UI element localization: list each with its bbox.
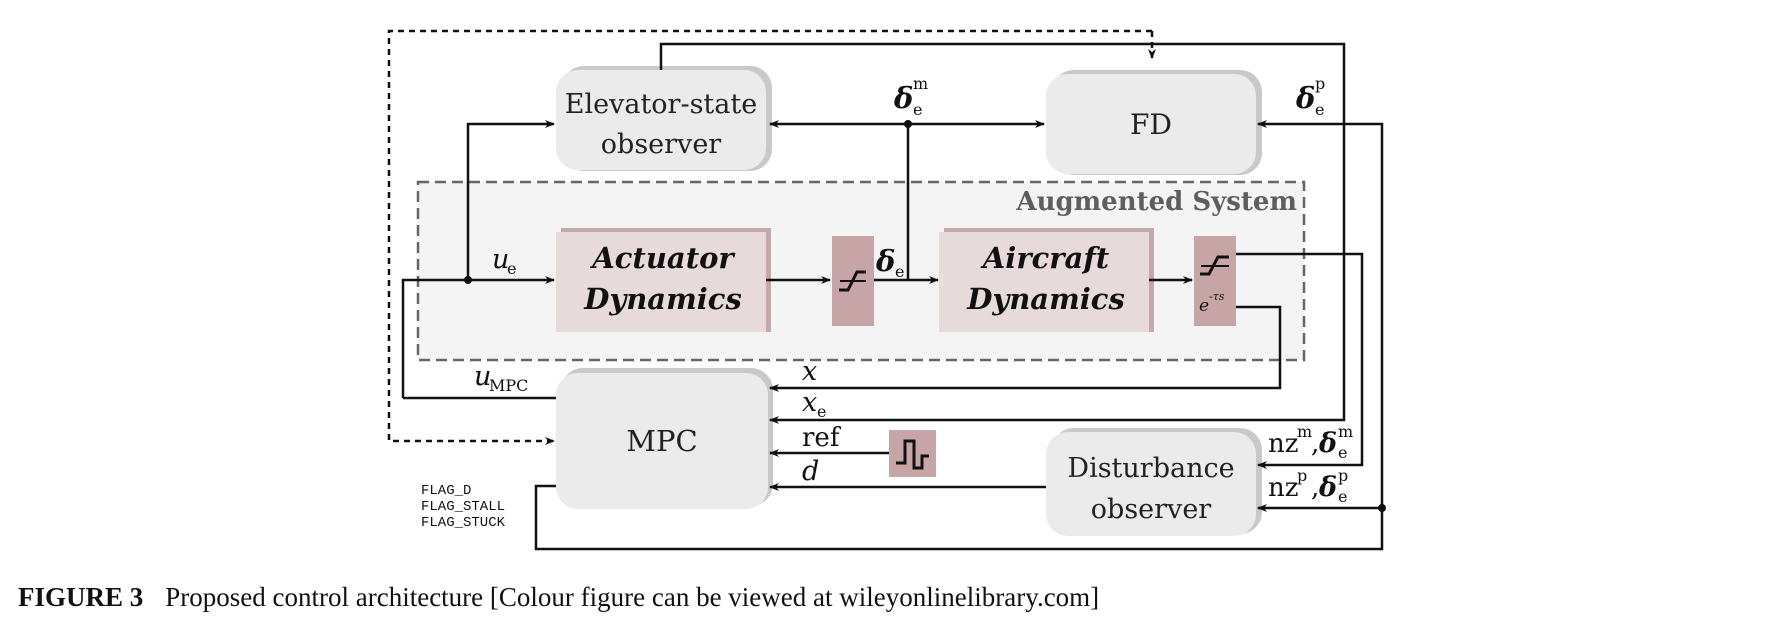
x-e-subscript: e bbox=[817, 402, 826, 421]
nz-p-superscript: p bbox=[1297, 466, 1307, 485]
delta-p-symbol: δ bbox=[1295, 81, 1315, 115]
nz-m-delta: δ bbox=[1318, 428, 1337, 459]
actuator-label-line1: Actuator bbox=[589, 241, 736, 275]
u-mpc-subscript: MPC bbox=[489, 376, 528, 395]
nz-m-comma: , bbox=[1311, 429, 1319, 459]
aircraft-label-line2: Dynamics bbox=[966, 282, 1125, 316]
augmented-system-label: Augmented System bbox=[1015, 187, 1297, 217]
step-reference-source bbox=[889, 430, 936, 477]
flag-line-to-mpc bbox=[387, 29, 1152, 445]
ref-label: ref bbox=[802, 423, 842, 453]
delay-exponent: -τs bbox=[1209, 290, 1225, 303]
figure-caption: FIGURE 3 Proposed control architecture [C… bbox=[18, 582, 1099, 613]
elevator-observer-label-line1: Elevator-state bbox=[565, 89, 757, 120]
fd-block: FD bbox=[1046, 70, 1262, 175]
nz-m-delta-subscript: e bbox=[1338, 443, 1347, 462]
aircraft-dynamics-block: Aircraft Dynamics bbox=[939, 228, 1154, 332]
delay-base: e bbox=[1199, 296, 1209, 316]
nz-p-symbol: nz bbox=[1268, 473, 1298, 503]
mpc-label: MPC bbox=[626, 424, 697, 458]
figure-caption-text: Proposed control architecture [Colour fi… bbox=[165, 582, 1100, 612]
u-mpc-to-actuator-line bbox=[401, 276, 555, 398]
x-e-feedback-line bbox=[659, 42, 1346, 424]
elevator-observer-label-line2: observer bbox=[601, 129, 722, 160]
u-mpc-symbol: u bbox=[474, 361, 491, 392]
measured-to-disturbance-observer-line bbox=[1236, 252, 1364, 469]
nz-p-delta-subscript: e bbox=[1338, 487, 1347, 506]
mpc-block: MPC bbox=[556, 368, 773, 509]
nz-p-delta: δ bbox=[1318, 472, 1337, 503]
elevator-state-observer-block: Elevator-state observer bbox=[556, 66, 772, 171]
predicted-loop-line bbox=[534, 120, 1384, 551]
junction-dot bbox=[1378, 504, 1386, 512]
delta-m-superscript: m bbox=[913, 74, 928, 93]
delta-m-symbol: δ bbox=[893, 81, 913, 115]
junction-dot bbox=[904, 120, 912, 128]
delta-e-subscript: e bbox=[895, 262, 904, 281]
flag-d-label: FLAG_D bbox=[421, 483, 471, 499]
saturation-delay-block: e -τs bbox=[1194, 236, 1236, 326]
junction-dot bbox=[464, 276, 472, 284]
disturbance-observer-block: Disturbance observer bbox=[1046, 428, 1262, 536]
actuator-label-line2: Dynamics bbox=[583, 282, 742, 316]
nz-p-delta-superscript: p bbox=[1338, 466, 1348, 485]
delta-p-superscript: p bbox=[1315, 74, 1325, 93]
flag-stuck-label: FLAG_STUCK bbox=[421, 515, 506, 531]
disturbance-observer-label-line1: Disturbance bbox=[1067, 453, 1234, 484]
d-label: d bbox=[802, 456, 819, 487]
u-e-symbol: u bbox=[492, 244, 509, 275]
fd-label: FD bbox=[1130, 108, 1172, 141]
x-e-symbol: x bbox=[802, 387, 817, 418]
saturation-block bbox=[832, 236, 874, 326]
nz-m-delta-superscript: m bbox=[1338, 422, 1353, 441]
control-architecture-diagram: Augmented System Elevator-state observer… bbox=[387, 29, 1386, 551]
actuator-dynamics-block: Actuator Dynamics bbox=[556, 228, 771, 332]
nz-p-comma: , bbox=[1311, 473, 1319, 503]
aircraft-label-line1: Aircraft bbox=[980, 241, 1110, 275]
x-feedback-line bbox=[769, 305, 1282, 392]
nz-m-superscript: m bbox=[1297, 422, 1312, 441]
delta-e-symbol: δ bbox=[875, 244, 895, 278]
nz-m-symbol: nz bbox=[1268, 429, 1298, 459]
figure-number: FIGURE 3 bbox=[18, 582, 144, 612]
x-label: x bbox=[802, 356, 817, 387]
delta-p-subscript: e bbox=[1315, 100, 1324, 119]
u-e-to-elevator-observer-line bbox=[466, 120, 555, 280]
u-e-subscript: e bbox=[507, 259, 516, 278]
flag-stall-label: FLAG_STALL bbox=[421, 499, 505, 515]
disturbance-observer-label-line2: observer bbox=[1091, 494, 1212, 525]
delta-m-subscript: e bbox=[913, 100, 922, 119]
